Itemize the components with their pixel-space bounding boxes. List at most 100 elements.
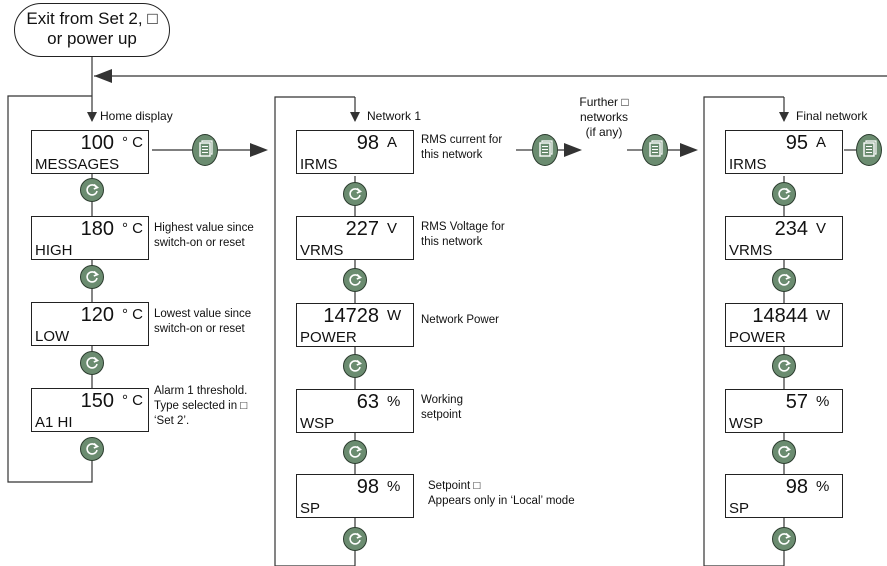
lcd-value: 14844 bbox=[752, 305, 808, 327]
lcd-value: 180 bbox=[80, 218, 114, 240]
scroll-button-icon[interactable] bbox=[343, 182, 367, 206]
lcd-param: HIGH bbox=[35, 242, 73, 259]
lcd-value: 57 bbox=[785, 391, 808, 413]
scroll-button-icon[interactable] bbox=[772, 268, 796, 292]
note-line: Alarm 1 threshold. bbox=[154, 385, 248, 397]
lcd-unit: V bbox=[387, 220, 398, 237]
final-network-sp-lcd: 98 % SP bbox=[725, 474, 843, 518]
page-button-icon[interactable] bbox=[642, 134, 668, 166]
note-line: ‘Set 2’. bbox=[154, 415, 190, 427]
scroll-button-icon[interactable] bbox=[772, 182, 796, 206]
lcd-value: 63 bbox=[356, 391, 379, 413]
note-line: Highest value since bbox=[154, 222, 254, 234]
final-network-wsp-lcd: 57 % WSP bbox=[725, 389, 843, 433]
scroll-button-icon[interactable] bbox=[343, 354, 367, 378]
network-1-irms-lcd: 98 A IRMS bbox=[296, 130, 414, 174]
network-1-sp-lcd: 98 % SP bbox=[296, 474, 414, 518]
lcd-param: POWER bbox=[300, 329, 357, 346]
lcd-value: 98 bbox=[356, 132, 379, 154]
lcd-param: SP bbox=[729, 500, 750, 517]
lcd-value: 227 bbox=[345, 218, 379, 240]
vrms-note: RMS Voltage for this network bbox=[421, 220, 505, 250]
further-networks-caption: Further □ networks (if any) bbox=[564, 95, 644, 140]
scroll-button-icon[interactable] bbox=[772, 354, 796, 378]
lcd-param: VRMS bbox=[729, 242, 773, 259]
start-terminal: Exit from Set 2, □ or power up bbox=[14, 3, 170, 57]
lcd-param: VRMS bbox=[300, 242, 344, 259]
irms-note: RMS current for this network bbox=[421, 133, 502, 163]
alarm-note: Alarm 1 threshold. Type selected in □ ‘S… bbox=[154, 384, 247, 429]
scroll-button-icon[interactable] bbox=[80, 178, 104, 202]
network-1-power-lcd: 14728 W POWER bbox=[296, 303, 414, 347]
scroll-button-icon[interactable] bbox=[343, 268, 367, 292]
lcd-param: WSP bbox=[729, 415, 764, 432]
network-1-wsp-lcd: 63 % WSP bbox=[296, 389, 414, 433]
lcd-value: 100 bbox=[80, 132, 114, 154]
alarm-threshold-lcd: 150 ° C A1 HI bbox=[31, 388, 149, 432]
low-note: Lowest value since switch-on or reset bbox=[154, 307, 251, 337]
final-network-irms-lcd: 95 A IRMS bbox=[725, 130, 843, 174]
network-1-heading: Network 1 bbox=[367, 109, 422, 123]
lcd-param: SP bbox=[300, 500, 321, 517]
lcd-unit: ° C bbox=[122, 134, 143, 151]
note-line: Setpoint □ bbox=[428, 480, 481, 492]
lcd-param: A1 HI bbox=[35, 414, 73, 431]
scroll-button-icon[interactable] bbox=[80, 351, 104, 375]
final-network-heading: Final network bbox=[796, 109, 868, 123]
lcd-unit: % bbox=[816, 478, 830, 495]
note-line: this network bbox=[421, 236, 483, 248]
final-network-vrms-lcd: 234 V VRMS bbox=[725, 216, 843, 260]
lcd-value: 95 bbox=[785, 132, 808, 154]
lcd-param: POWER bbox=[729, 329, 786, 346]
sp-note: Setpoint □ Appears only in ‘Local’ mode bbox=[428, 479, 575, 509]
note-line: this network bbox=[421, 149, 483, 161]
lcd-value: 98 bbox=[785, 476, 808, 498]
page-button-icon[interactable] bbox=[532, 134, 558, 166]
note-line: Network Power bbox=[421, 314, 499, 326]
wsp-note: Working setpoint bbox=[421, 393, 463, 423]
lcd-unit: W bbox=[387, 307, 402, 324]
further-line-1: Further □ bbox=[579, 95, 629, 109]
start-line-2: or power up bbox=[47, 29, 137, 48]
scroll-button-icon[interactable] bbox=[772, 527, 796, 551]
final-network-power-lcd: 14844 W POWER bbox=[725, 303, 843, 347]
lcd-unit: ° C bbox=[122, 220, 143, 237]
start-line-1: Exit from Set 2, □ bbox=[26, 9, 158, 28]
lcd-unit: ° C bbox=[122, 392, 143, 409]
low-value-lcd: 120 ° C LOW bbox=[31, 302, 149, 346]
page-button-icon[interactable] bbox=[856, 134, 882, 166]
note-line: setpoint bbox=[421, 409, 462, 421]
network-1-vrms-lcd: 227 V VRMS bbox=[296, 216, 414, 260]
lcd-value: 14728 bbox=[323, 305, 379, 327]
high-value-lcd: 180 ° C HIGH bbox=[31, 216, 149, 260]
lcd-value: 234 bbox=[774, 218, 808, 240]
further-line-3: (if any) bbox=[585, 125, 623, 139]
high-note: Highest value since switch-on or reset bbox=[154, 221, 254, 251]
lcd-value: 98 bbox=[356, 476, 379, 498]
note-line: RMS current for bbox=[421, 134, 503, 146]
note-line: switch-on or reset bbox=[154, 237, 245, 249]
note-line: RMS Voltage for bbox=[421, 221, 505, 233]
lcd-param: LOW bbox=[35, 328, 70, 345]
lcd-unit: ° C bbox=[122, 306, 143, 323]
note-line: Lowest value since bbox=[154, 308, 252, 320]
lcd-param: IRMS bbox=[300, 156, 338, 173]
lcd-unit: % bbox=[387, 478, 401, 495]
page-button-icon[interactable] bbox=[192, 134, 218, 166]
lcd-unit: W bbox=[816, 307, 831, 324]
power-note: Network Power bbox=[421, 313, 499, 328]
scroll-button-icon[interactable] bbox=[772, 440, 796, 464]
lcd-unit: V bbox=[816, 220, 827, 237]
lcd-param: WSP bbox=[300, 415, 335, 432]
note-line: switch-on or reset bbox=[154, 323, 245, 335]
scroll-button-icon[interactable] bbox=[343, 527, 367, 551]
lcd-unit: A bbox=[816, 134, 827, 151]
lcd-unit: % bbox=[387, 393, 401, 410]
note-line: Type selected in □ bbox=[154, 400, 248, 412]
scroll-button-icon[interactable] bbox=[80, 437, 104, 461]
note-line: Working bbox=[421, 394, 463, 406]
scroll-button-icon[interactable] bbox=[343, 440, 367, 464]
home-display-lcd: 100 ° C MESSAGES bbox=[31, 130, 149, 174]
scroll-button-icon[interactable] bbox=[80, 265, 104, 289]
lcd-param: IRMS bbox=[729, 156, 767, 173]
